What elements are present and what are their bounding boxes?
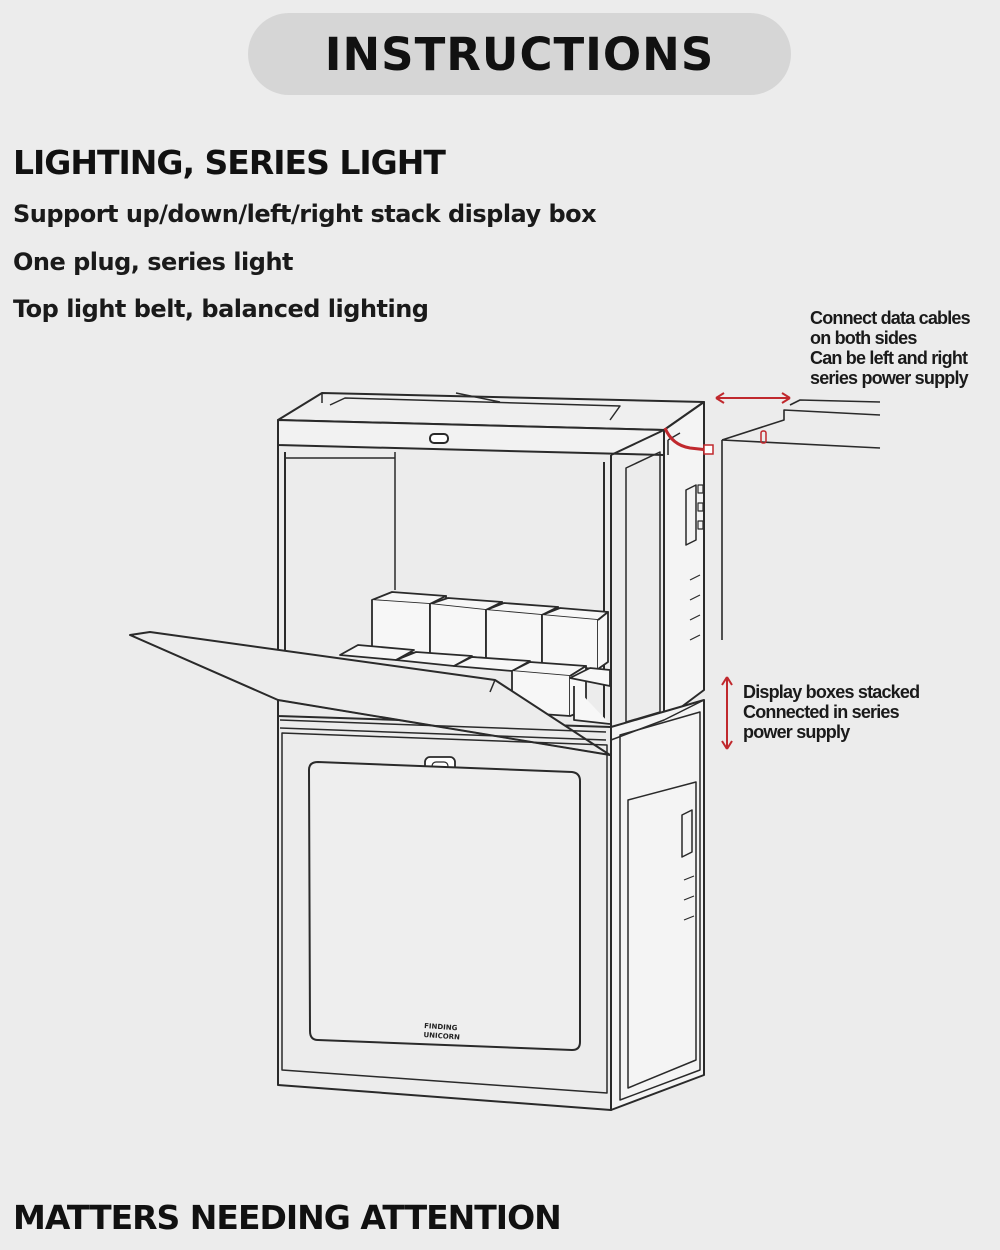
- feature-stack: Support up/down/left/right stack display…: [13, 200, 597, 228]
- stack-note-line: Display boxes stacked: [743, 682, 920, 702]
- stack-annotation: Display boxes stacked Connected in serie…: [743, 682, 920, 742]
- section-heading: LIGHTING, SERIES LIGHT: [13, 143, 446, 182]
- attention-heading: MATTERS NEEDING ATTENTION: [13, 1198, 562, 1237]
- feature-plug: One plug, series light: [13, 248, 294, 276]
- stack-note-line: power supply: [743, 722, 850, 742]
- brand-line-2: UNICORN: [423, 1031, 460, 1042]
- brand-line-1: FINDING: [424, 1022, 458, 1032]
- brand-logo: FINDING UNICORN: [423, 1022, 460, 1042]
- cable-note-line: series power supply: [810, 368, 969, 388]
- cable-annotation: Connect data cables on both sides Can be…: [810, 308, 971, 388]
- feature-lighting: Top light belt, balanced lighting: [13, 295, 429, 323]
- page-title: INSTRUCTIONS: [324, 27, 715, 81]
- cable-note-line: Connect data cables: [810, 308, 971, 328]
- stack-note-line: Connected in series: [743, 702, 900, 722]
- cable-note-line: Can be left and right: [810, 348, 968, 368]
- title-banner: INSTRUCTIONS: [248, 13, 791, 95]
- cable-note-line: on both sides: [810, 328, 917, 348]
